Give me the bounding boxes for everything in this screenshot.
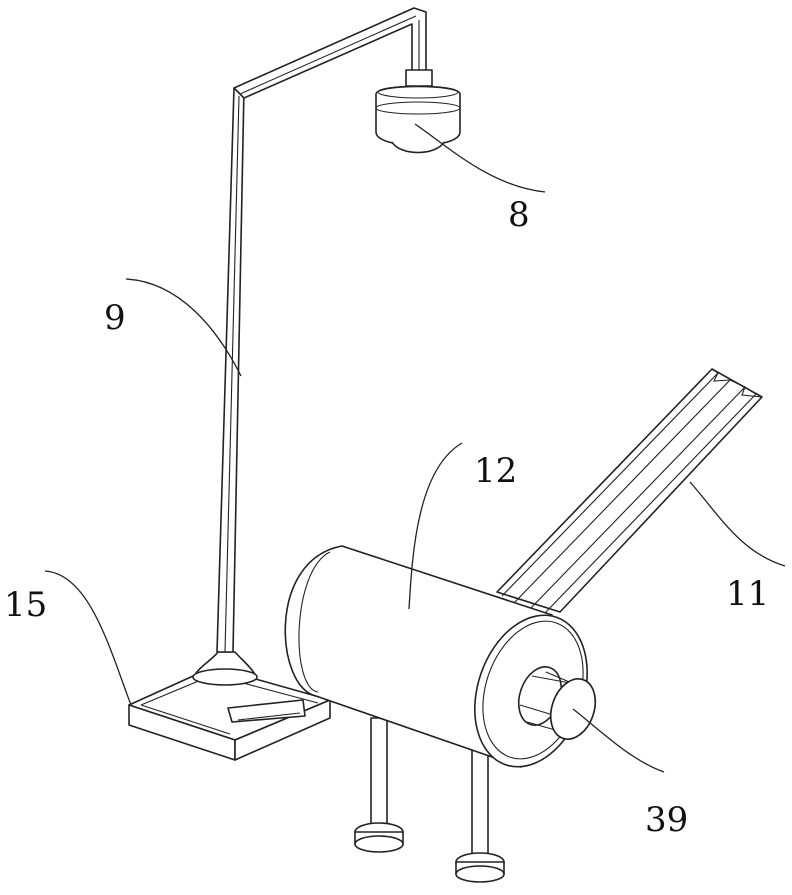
legs bbox=[354, 717, 505, 883]
callouts: 8 9 11 12 15 39 bbox=[4, 195, 769, 840]
leader-lines bbox=[44, 123, 786, 773]
lamp bbox=[375, 69, 461, 154]
callout-39: 39 bbox=[645, 800, 688, 840]
callout-11: 11 bbox=[726, 574, 769, 614]
callout-15: 15 bbox=[4, 585, 47, 625]
tray bbox=[128, 666, 331, 761]
chute bbox=[496, 368, 763, 614]
callout-9: 9 bbox=[104, 298, 126, 338]
callout-8: 8 bbox=[508, 195, 530, 235]
callout-12: 12 bbox=[474, 451, 517, 491]
